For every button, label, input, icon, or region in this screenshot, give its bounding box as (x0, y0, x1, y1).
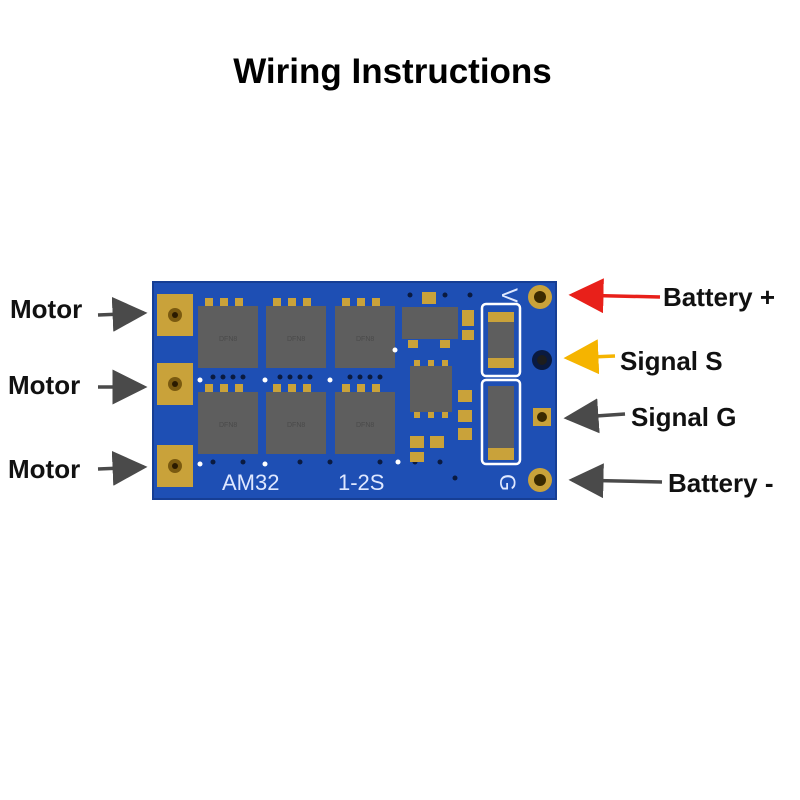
silkscreen-model: AM32 (222, 470, 279, 495)
motor-pad-2 (157, 363, 193, 405)
battery-plus-label: Battery + (663, 282, 775, 312)
signal-s-arrow (563, 339, 616, 375)
silkscreen-g: G (495, 474, 520, 491)
mosfet-label-3: DFN8 (356, 336, 374, 343)
battery-minus-label: Battery - (668, 468, 774, 498)
silkscreen-cells: 1-2S (338, 470, 384, 495)
battery-plus-arrow (568, 278, 661, 314)
mosfet-chips (198, 298, 395, 454)
battery-minus-arrow (568, 463, 663, 499)
mcu-chip (410, 366, 452, 412)
motor-label-2: Motor (8, 370, 81, 400)
motor-arrow-3 (97, 450, 148, 486)
mosfet-label-1: DFN8 (219, 336, 237, 343)
signal-s-label: Signal S (620, 346, 723, 376)
silkscreen-v: V (497, 288, 522, 303)
regulator-chip (402, 307, 458, 339)
motor-label-3: Motor (8, 454, 81, 484)
mosfet-label-2: DFN8 (287, 336, 305, 343)
esc-board: DFN8 DFN8 DFN8 DFN8 DFN8 DFN8 (152, 281, 557, 500)
motor-label-1: Motor (10, 294, 83, 324)
motor-pad-3 (157, 445, 193, 487)
signal-g-label: Signal G (631, 402, 737, 432)
mosfet-label-5: DFN8 (287, 422, 305, 429)
page-title: Wiring Instructions (233, 52, 552, 91)
mosfet-label-4: DFN8 (219, 422, 237, 429)
mosfet-label-6: DFN8 (356, 422, 374, 429)
motor-pad-1 (157, 294, 193, 336)
motor-arrow-1 (97, 296, 148, 332)
signal-g-arrow (563, 398, 626, 434)
